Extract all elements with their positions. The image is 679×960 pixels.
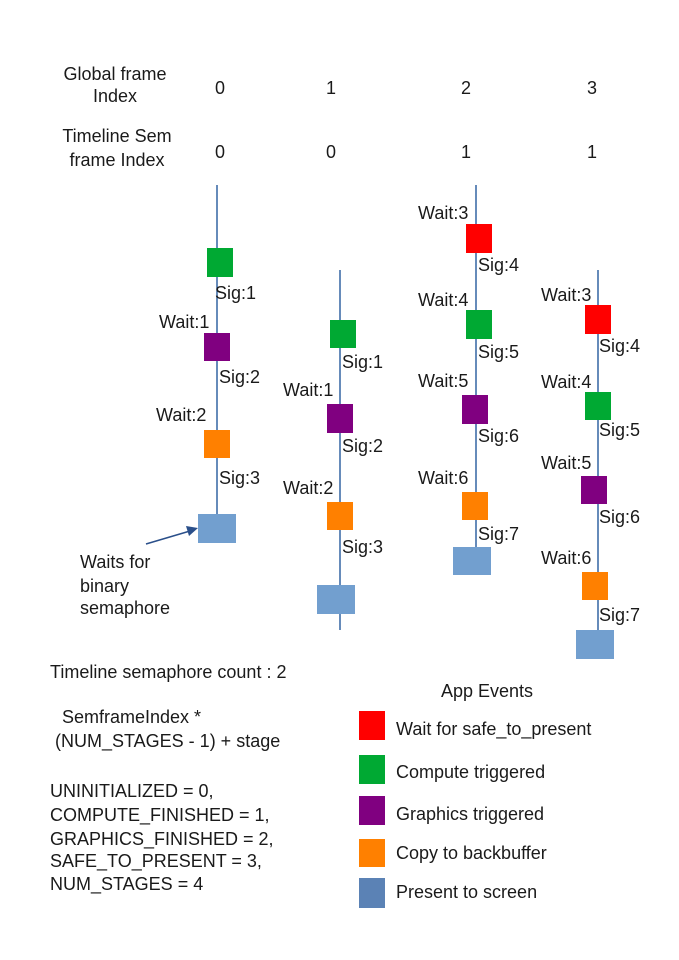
legend: App Events Wait for safe_to_present Comp… xyxy=(359,681,591,908)
global-index-2: 2 xyxy=(461,78,471,98)
timeline-0-sig-2: Sig:2 xyxy=(219,367,260,387)
formula-line-2: (NUM_STAGES - 1) + stage xyxy=(55,731,280,752)
timeline-index-3: 1 xyxy=(587,142,597,162)
timeline-0: Sig:1 Wait:1 Sig:2 Wait:2 Sig:3 xyxy=(156,248,260,543)
enum-line-4: SAFE_TO_PRESENT = 3, xyxy=(50,851,262,872)
timeline-1-sig-1: Sig:1 xyxy=(342,352,383,372)
timeline-3-wait-3: Wait:3 xyxy=(541,285,591,305)
timeline-1-wait-2: Wait:2 xyxy=(283,478,333,498)
timeline-3-graphics-box xyxy=(581,476,607,504)
timeline-2-present-box xyxy=(453,547,491,575)
timeline-3-wait-4: Wait:4 xyxy=(541,372,591,392)
timeline-1-copy-box xyxy=(327,502,353,530)
annotation-line-3: semaphore xyxy=(80,598,170,618)
enum-line-5: NUM_STAGES = 4 xyxy=(50,874,203,895)
legend-present-swatch xyxy=(359,878,385,908)
timeline-index-1: 0 xyxy=(326,142,336,162)
timeline-0-sig-1: Sig:1 xyxy=(215,283,256,303)
timeline-2-graphics-box xyxy=(462,395,488,424)
notes: Timeline semaphore count : 2 SemframeInd… xyxy=(50,662,286,895)
global-index-0: 0 xyxy=(215,78,225,98)
timeline-1-wait-1: Wait:1 xyxy=(283,380,333,400)
timeline-0-wait-2: Wait:2 xyxy=(156,405,206,425)
timeline-2-copy-box xyxy=(462,492,488,520)
timeline-2-safe-box xyxy=(466,224,492,253)
enum-line-3: GRAPHICS_FINISHED = 2, xyxy=(50,829,274,850)
timeline-3-copy-box xyxy=(582,572,608,600)
timeline-3-compute-box xyxy=(585,392,611,420)
timeline-3-safe-box xyxy=(585,305,611,334)
binary-semaphore-annotation: Waits for binary semaphore xyxy=(80,526,198,618)
timeline-3: Wait:3 Sig:4 Wait:4 Sig:5 Wait:5 Sig:6 W… xyxy=(541,285,640,659)
timeline-1-graphics-box xyxy=(327,404,353,433)
timeline-0-wait-1: Wait:1 xyxy=(159,312,209,332)
timeline-sem-label-line2: frame Index xyxy=(69,150,164,170)
timeline-1-present-box xyxy=(317,585,355,614)
timeline-3-sig-6: Sig:6 xyxy=(599,507,640,527)
global-frame-label-line2: Index xyxy=(93,86,137,106)
timeline-3-present-box xyxy=(576,630,614,659)
annotation-arrow-head xyxy=(186,526,198,536)
legend-graphics-swatch xyxy=(359,796,385,825)
timeline-2: Wait:3 Sig:4 Wait:4 Sig:5 Wait:5 Sig:6 W… xyxy=(418,203,519,575)
annotation-line-2: binary xyxy=(80,576,129,596)
legend-graphics-label: Graphics triggered xyxy=(396,804,544,824)
timeline-index-2: 1 xyxy=(461,142,471,162)
timeline-1-sig-3: Sig:3 xyxy=(342,537,383,557)
timeline-3-sig-5: Sig:5 xyxy=(599,420,640,440)
legend-safe-label: Wait for safe_to_present xyxy=(396,719,591,740)
timeline-2-sig-5: Sig:5 xyxy=(478,342,519,362)
legend-present-label: Present to screen xyxy=(396,882,537,902)
timeline-index-0: 0 xyxy=(215,142,225,162)
enum-line-1: UNINITIALIZED = 0, xyxy=(50,781,214,801)
header: Global frame Index 0 1 2 3 Timeline Sem … xyxy=(62,64,597,170)
annotation-arrow-shaft xyxy=(145,530,191,545)
legend-compute-label: Compute triggered xyxy=(396,762,545,782)
annotation-line-1: Waits for xyxy=(80,552,150,572)
timeline-3-wait-6: Wait:6 xyxy=(541,548,591,568)
enum-line-2: COMPUTE_FINISHED = 1, xyxy=(50,805,270,826)
timeline-0-present-box xyxy=(198,514,236,543)
semaphore-count-text: Timeline semaphore count : 2 xyxy=(50,662,286,682)
timeline-0-copy-box xyxy=(204,430,230,458)
timeline-2-sig-4: Sig:4 xyxy=(478,255,519,275)
legend-title: App Events xyxy=(441,681,533,701)
timeline-3-sig-7: Sig:7 xyxy=(599,605,640,625)
timeline-sem-label-line1: Timeline Sem xyxy=(62,126,171,146)
timeline-3-wait-5: Wait:5 xyxy=(541,453,591,473)
formula-line-1: SemframeIndex * xyxy=(62,707,201,727)
timeline-1-sig-2: Sig:2 xyxy=(342,436,383,456)
timeline-2-sig-7: Sig:7 xyxy=(478,524,519,544)
legend-safe-swatch xyxy=(359,711,385,740)
global-index-1: 1 xyxy=(326,78,336,98)
timeline-0-compute-box xyxy=(207,248,233,277)
timeline-3-sig-4: Sig:4 xyxy=(599,336,640,356)
timeline-2-wait-6: Wait:6 xyxy=(418,468,468,488)
timeline-2-compute-box xyxy=(466,310,492,339)
legend-copy-swatch xyxy=(359,839,385,867)
timeline-2-wait-4: Wait:4 xyxy=(418,290,468,310)
timeline-2-sig-6: Sig:6 xyxy=(478,426,519,446)
timeline-1: Sig:1 Wait:1 Sig:2 Wait:2 Sig:3 xyxy=(283,320,383,614)
timeline-0-sig-3: Sig:3 xyxy=(219,468,260,488)
legend-compute-swatch xyxy=(359,755,385,784)
timeline-2-wait-5: Wait:5 xyxy=(418,371,468,391)
legend-copy-label: Copy to backbuffer xyxy=(396,843,547,863)
global-index-3: 3 xyxy=(587,78,597,98)
timeline-1-compute-box xyxy=(330,320,356,348)
timeline-0-graphics-box xyxy=(204,333,230,361)
timeline-2-wait-3: Wait:3 xyxy=(418,203,468,223)
global-frame-label-line1: Global frame xyxy=(63,64,166,84)
